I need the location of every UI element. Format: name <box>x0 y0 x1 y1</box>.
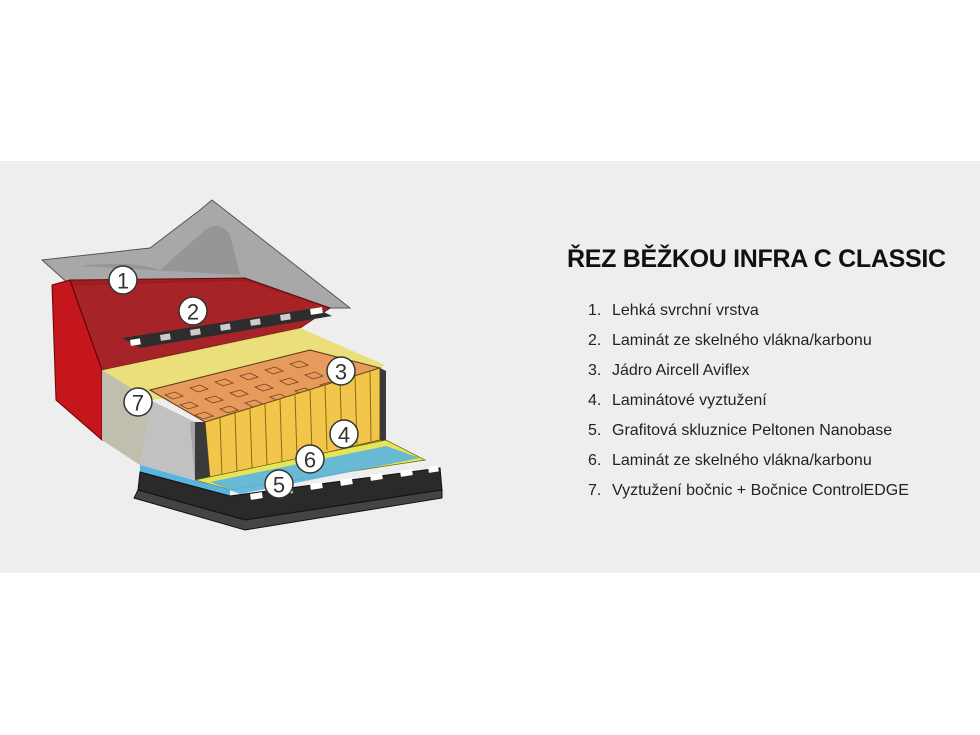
badge-5: 5 <box>264 469 294 499</box>
legend-number: 1. <box>588 302 602 319</box>
layer-legend: 1. Lehká svrchní vrstva 2. Laminát ze skel… <box>588 296 909 506</box>
svg-text:5: 5 <box>273 473 285 498</box>
legend-label: Laminát ze skelného vlákna/karbonu <box>612 452 872 469</box>
legend-number: 2. <box>588 332 602 349</box>
svg-text:2: 2 <box>187 300 199 325</box>
legend-number: 4. <box>588 392 602 409</box>
badge-1: 1 <box>108 265 138 295</box>
legend-number: 7. <box>588 482 602 499</box>
legend-item: 4. Laminátové vyztužení <box>588 386 909 416</box>
ski-cross-section-diagram: 1 2 3 4 5 6 7 <box>30 190 490 550</box>
legend-label: Vyztužení bočnic + Bočnice ControlEDGE <box>612 482 909 499</box>
svg-text:6: 6 <box>304 448 316 473</box>
legend-label: Lehká svrchní vrstva <box>612 302 759 319</box>
svg-text:3: 3 <box>335 360 347 385</box>
legend-item: 3. Jádro Aircell Aviflex <box>588 356 909 386</box>
badge-7: 7 <box>123 387 153 417</box>
legend-item: 6. Laminát ze skelného vlákna/karbonu <box>588 446 909 476</box>
legend-item: 5. Grafitová skluznice Peltonen Nanobase <box>588 416 909 446</box>
badge-6: 6 <box>295 444 325 474</box>
diagram-title: ŘEZ BĚŽKOU INFRA C CLASSIC <box>567 245 946 273</box>
badge-3: 3 <box>326 356 356 386</box>
legend-label: Jádro Aircell Aviflex <box>612 362 750 379</box>
badge-2: 2 <box>178 296 208 326</box>
legend-label: Grafitová skluznice Peltonen Nanobase <box>612 422 893 439</box>
legend-item: 1. Lehká svrchní vrstva <box>588 296 909 326</box>
legend-item: 2. Laminát ze skelného vlákna/karbonu <box>588 326 909 356</box>
legend-item: 7. Vyztužení bočnic + Bočnice ControlEDGE <box>588 476 909 506</box>
badge-4: 4 <box>329 419 359 449</box>
svg-text:1: 1 <box>117 269 129 294</box>
legend-number: 6. <box>588 452 602 469</box>
legend-label: Laminát ze skelného vlákna/karbonu <box>612 332 872 349</box>
svg-text:4: 4 <box>338 423 350 448</box>
legend-number: 3. <box>588 362 602 379</box>
legend-number: 5. <box>588 422 602 439</box>
legend-label: Laminátové vyztužení <box>612 392 767 409</box>
svg-text:7: 7 <box>132 391 144 416</box>
